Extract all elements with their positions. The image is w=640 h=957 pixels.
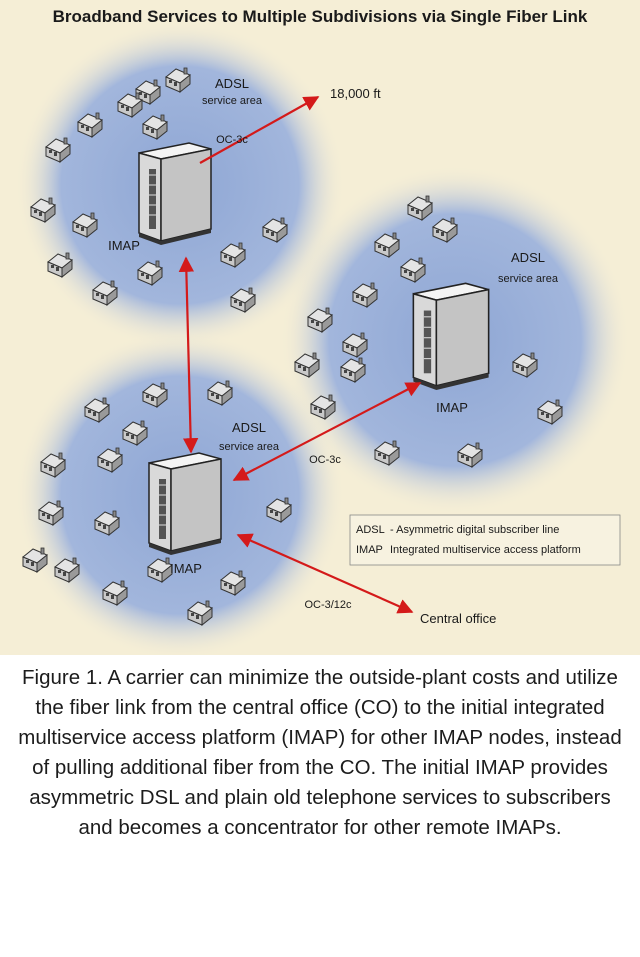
link-imap-top-to-bottom [178, 256, 199, 454]
distance-label: 18,000 ft [330, 86, 381, 101]
area-3-adsl-label: ADSL [232, 420, 266, 435]
diagram-title: Broadband Services to Multiple Subdivisi… [53, 7, 588, 26]
legend-adsl-key: ADSL [356, 524, 385, 536]
legend-box [349, 514, 621, 566]
imap-cabinet-icon [412, 282, 490, 390]
legend-adsl-definition: - Asymmetric digital subscriber line [390, 524, 559, 536]
central-oc-label: OC-3/12c [304, 599, 352, 611]
area-1-imap-label: IMAP [108, 238, 140, 253]
area-1-adsl-label: ADSL [215, 76, 249, 91]
area-1-service-label: service area [202, 95, 263, 107]
figure-caption: Figure 1. A carrier can minimize the out… [18, 666, 622, 839]
area-2-service-label: service area [498, 273, 559, 285]
fiber-links [178, 96, 422, 614]
diagram-figure: Broadband Services to Multiple Subdivisi… [0, 0, 640, 655]
link-to-central-office [236, 533, 414, 614]
legend: ADSL - Asymmetric digital subscriber lin… [349, 514, 621, 566]
link-to-18000ft [199, 96, 320, 164]
legend-imap-key: IMAP [356, 544, 383, 556]
imap-cabinet-icon [138, 142, 212, 245]
right-oc-label: OC-3c [309, 454, 341, 466]
link-imap-bottom-to-right [232, 382, 422, 481]
central-office-label: Central office [420, 611, 496, 626]
area-2-adsl-label: ADSL [511, 250, 545, 265]
area-2-imap-label: IMAP [436, 400, 468, 415]
top-oc-label: OC-3c [216, 134, 248, 146]
legend-imap-definition: Integrated multiservice access platform [390, 544, 581, 556]
network-diagram: Broadband Services to Multiple Subdivisi… [15, 7, 630, 655]
imap-cabinet-icon [148, 452, 222, 555]
area-3-imap-label: IMAP [170, 561, 202, 576]
area-3-service-label: service area [219, 441, 280, 453]
